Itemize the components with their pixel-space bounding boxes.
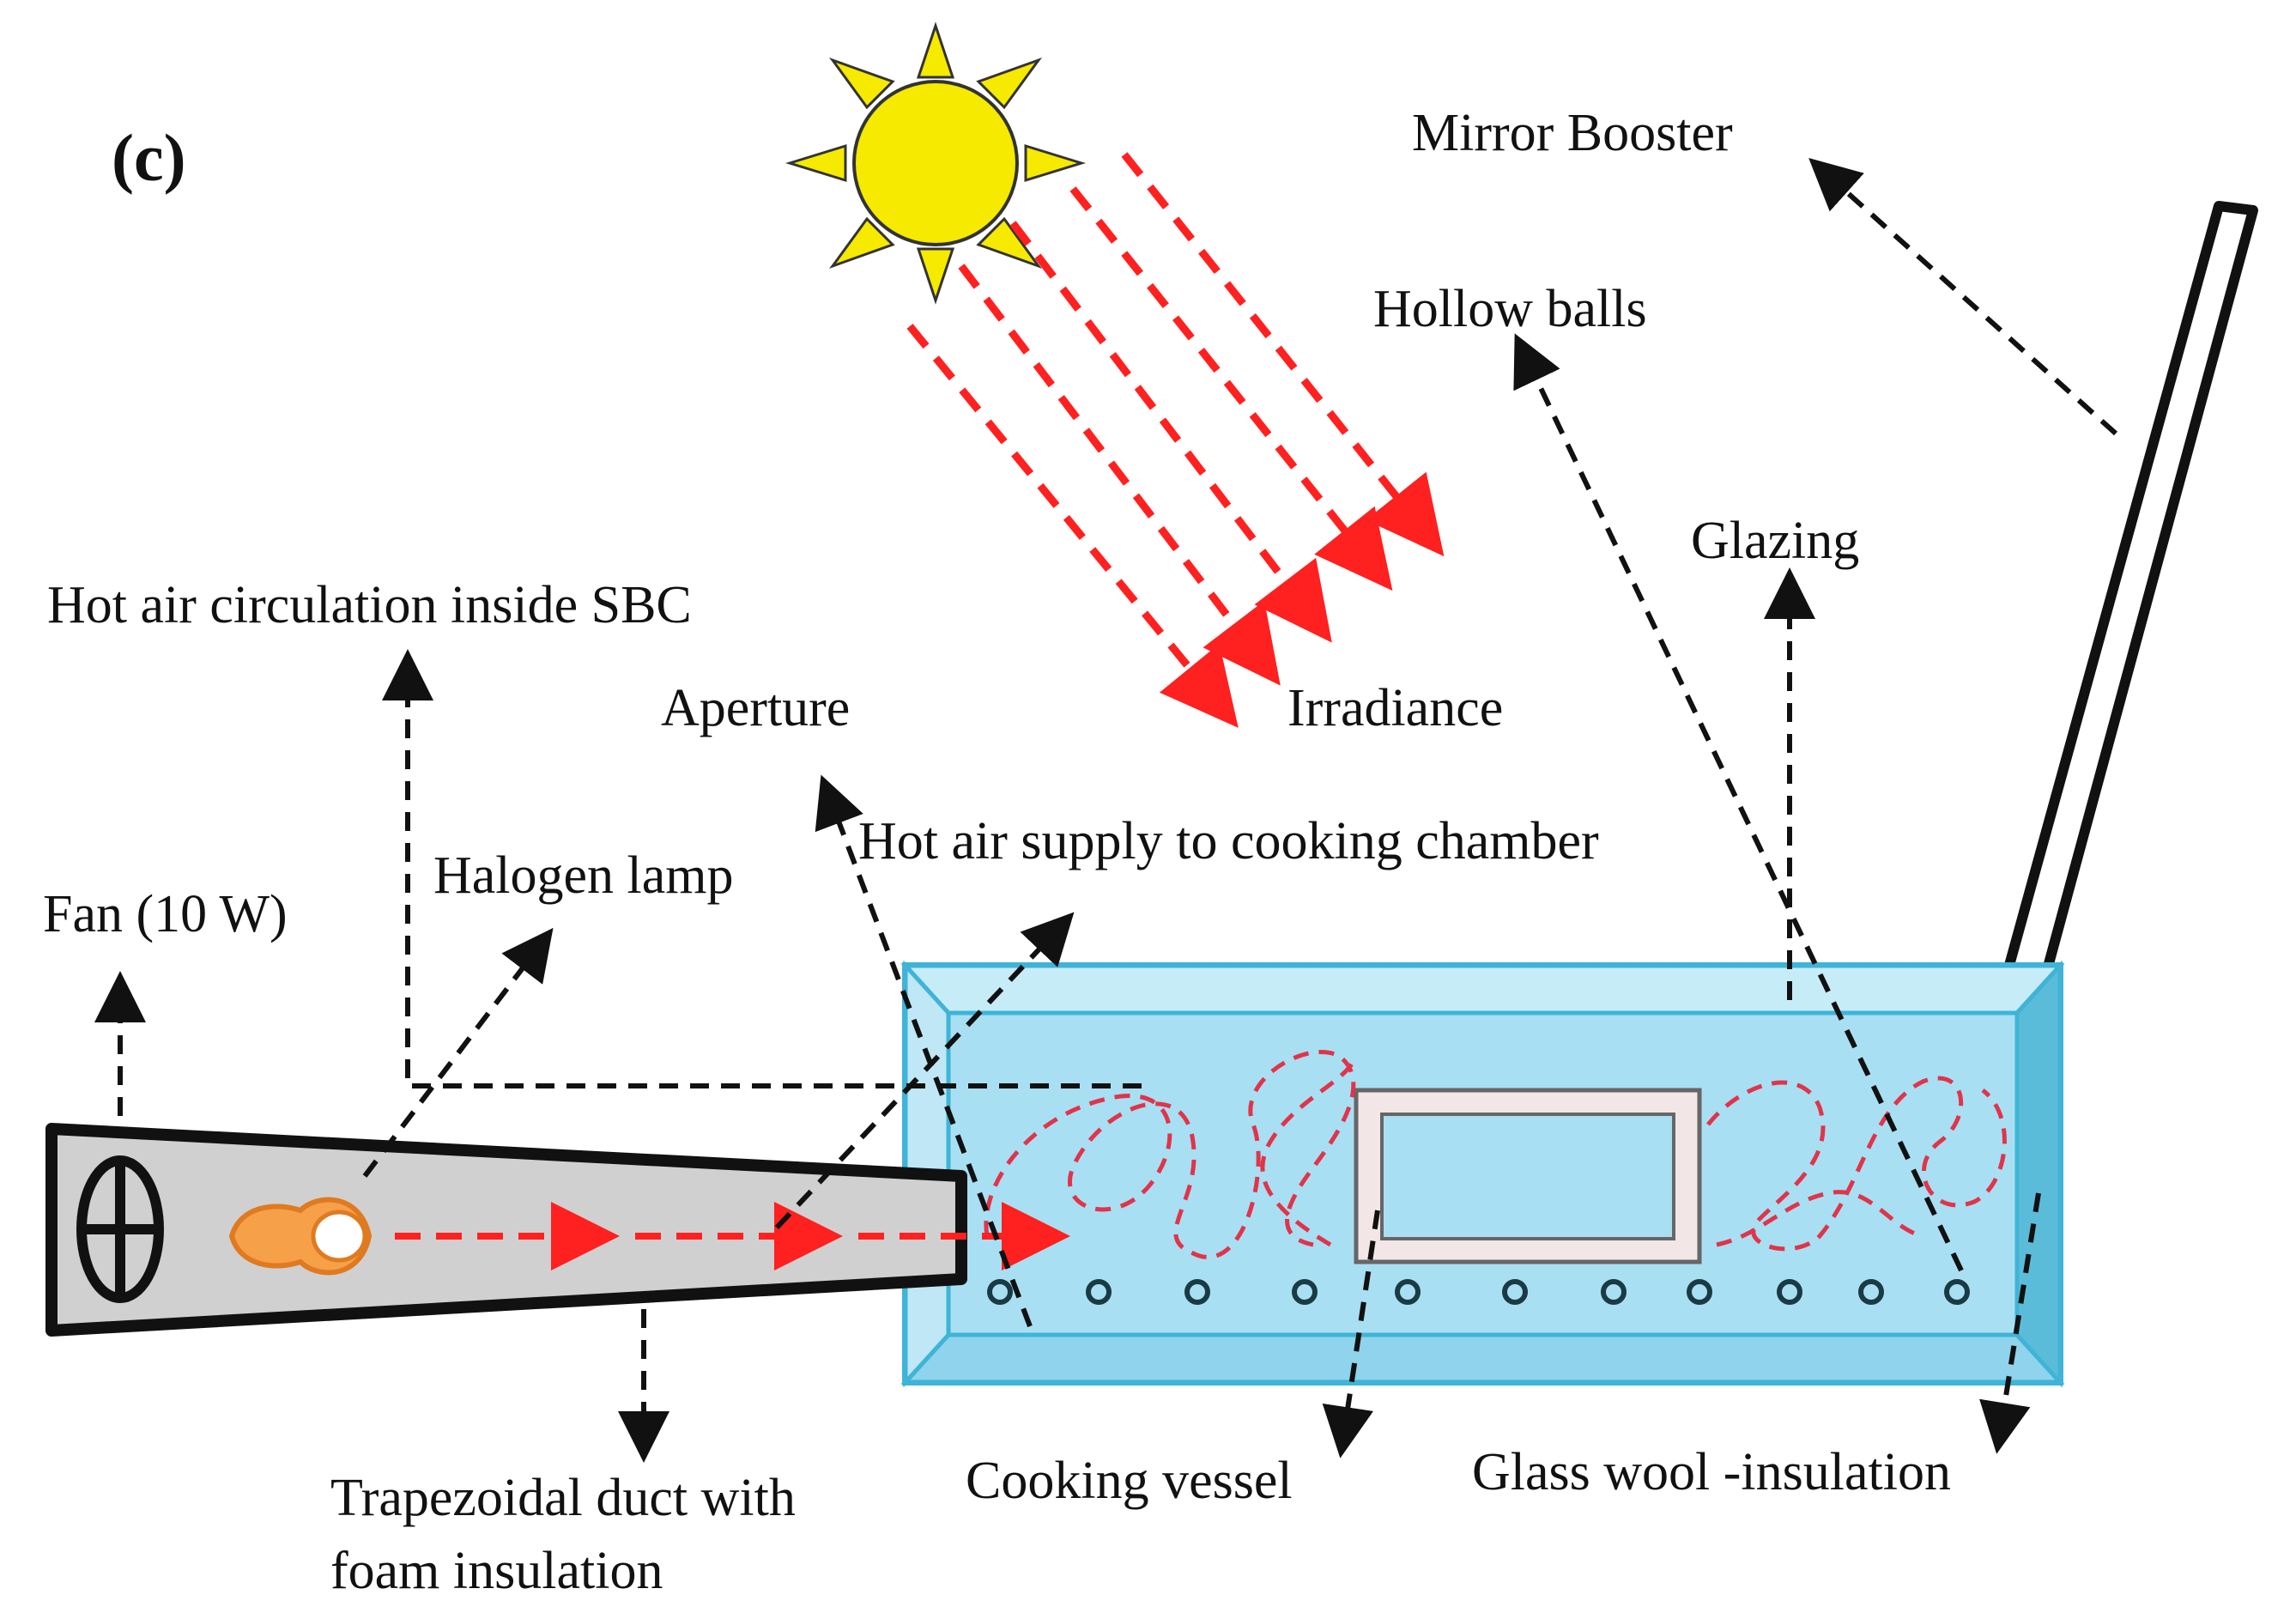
label-glass-wool: Glass wool -insulation [1472,1443,1951,1501]
label-hot-air-circulation: Hot air circulation inside SBC [47,576,692,634]
label-cooking-vessel: Cooking vessel [966,1452,1293,1510]
cooking-vessel-shape [1354,1088,1702,1264]
irradiance-rays [906,152,1445,728]
hollow-ball [1944,1279,1970,1305]
label-hollow-balls: Hollow balls [1373,280,1647,338]
mirror-booster [2003,201,2258,975]
label-duct-line1: Trapezoidal duct with [330,1469,796,1527]
hollow-ball [1395,1279,1421,1305]
hollow-balls [987,1279,1970,1305]
label-halogen-lamp: Halogen lamp [433,846,734,905]
hollow-ball [987,1279,1013,1305]
hollow-ball [1292,1279,1318,1305]
label-irradiance: Irradiance [1287,679,1503,737]
ray [906,324,1239,728]
label-duct-line2: foam insulation [330,1542,663,1600]
ray [1009,221,1332,643]
trapezoidal-duct [45,1123,967,1337]
leader-aperture [815,774,1033,1328]
leader-cooking-vessel [1322,1210,1380,1458]
hot-air-circulation-path [984,1050,2007,1259]
halogen-lamp-icon [228,1197,373,1276]
label-mirror-booster: Mirror Booster [1412,104,1733,162]
hollow-ball [1601,1279,1627,1305]
ray [958,264,1281,686]
hollow-ball [1777,1279,1802,1305]
ray [1121,152,1445,557]
hollow-ball [1502,1279,1528,1305]
leader-halogen-lamp [362,927,554,1178]
ray [1069,186,1393,591]
leader-glass-wool [1979,1192,2041,1454]
hollow-ball [1858,1279,1884,1305]
leader-hollow-balls [1513,333,1964,1272]
hollow-ball [1184,1279,1210,1305]
label-aperture: Aperture [661,679,850,737]
label-glazing: Glazing [1691,512,1859,570]
sun-icon [785,21,1087,305]
label-hot-air-supply: Hot air supply to cooking chamber [858,812,1599,870]
leader-mirror-booster [1808,157,2118,436]
label-fan: Fan (10 W) [43,885,288,943]
hollow-ball [1687,1279,1712,1305]
hollow-ball [1086,1279,1112,1305]
leader-hot-air-supply [774,912,1075,1230]
leader-arrows [94,157,2118,1463]
cooking-chamber [900,960,2065,1388]
panel-label: (c) [112,120,186,195]
fan-icon [76,1155,164,1303]
